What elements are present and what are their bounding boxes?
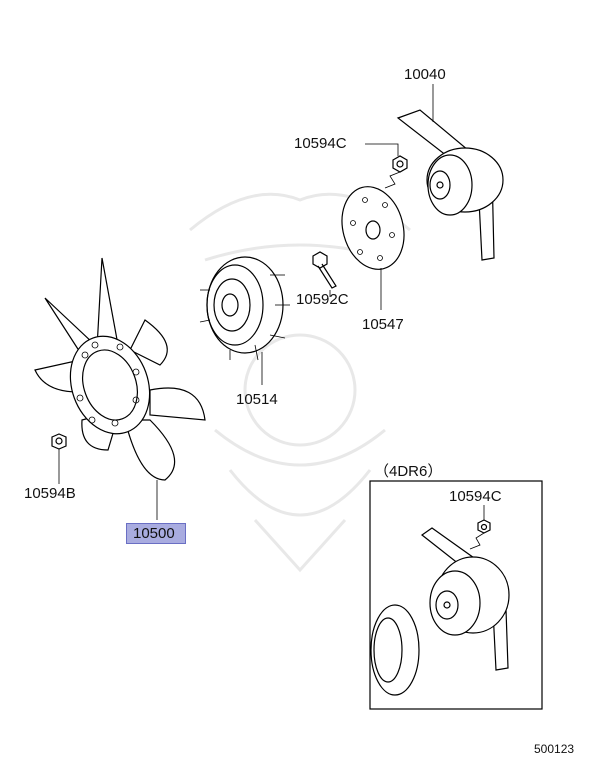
pulley-10040-drawing (396, 84, 504, 261)
inset-title: （4DR6） (374, 463, 443, 480)
label-bolt: 10592C (296, 291, 349, 308)
label-pulley: 10040 (404, 66, 446, 83)
diagram-code: 500123 (534, 742, 575, 756)
label-inset-nut: 10594C (449, 488, 502, 505)
label-spacer: 10547 (362, 316, 404, 333)
label-fan-clutch: 10514 (236, 391, 278, 408)
fan-drawing (34, 257, 206, 481)
bolt-10592c-drawing (312, 251, 337, 297)
spacer-10547-drawing (341, 186, 405, 310)
inset-4dr6 (369, 480, 543, 710)
fan-clutch-drawing (199, 256, 290, 385)
label-pulley-nut: 10594C (294, 135, 347, 152)
label-fan-highlighted[interactable]: 10500 (126, 523, 186, 544)
nut-10594b-drawing (51, 433, 67, 484)
label-fan-nut: 10594B (24, 485, 76, 502)
nut-10594c-drawing (365, 143, 408, 189)
